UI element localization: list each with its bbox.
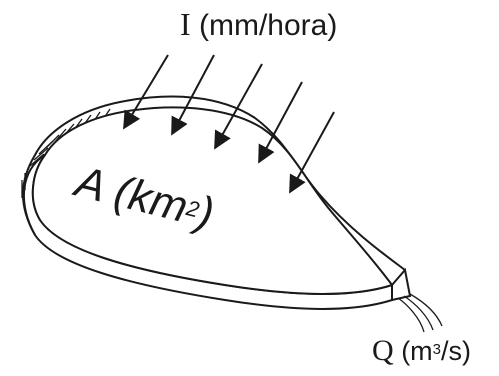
discharge-label: Q (m3/s) <box>372 336 471 366</box>
rainfall-intensity-label: I (mm/hora) <box>180 8 337 41</box>
discharge-unit-close: /s) <box>441 336 472 366</box>
outlet-spout <box>391 267 412 302</box>
discharge-symbol: Q <box>372 334 394 367</box>
discharge-unit-open: (m <box>401 336 433 366</box>
basin-outer-rim <box>22 95 406 271</box>
outflow-streams <box>397 293 443 333</box>
rainfall-arrow <box>123 54 169 130</box>
basin-surface <box>31 106 394 295</box>
rainfall-arrows <box>123 54 335 194</box>
rainfall-arrow <box>171 54 215 136</box>
rainfall-arrow <box>289 111 335 194</box>
discharge-unit-exponent: 3 <box>432 341 442 358</box>
intensity-symbol: I <box>180 6 191 42</box>
rainfall-arrow <box>258 81 303 164</box>
intensity-unit: (mm/hora) <box>199 9 338 42</box>
rainfall-arrow <box>214 63 263 150</box>
